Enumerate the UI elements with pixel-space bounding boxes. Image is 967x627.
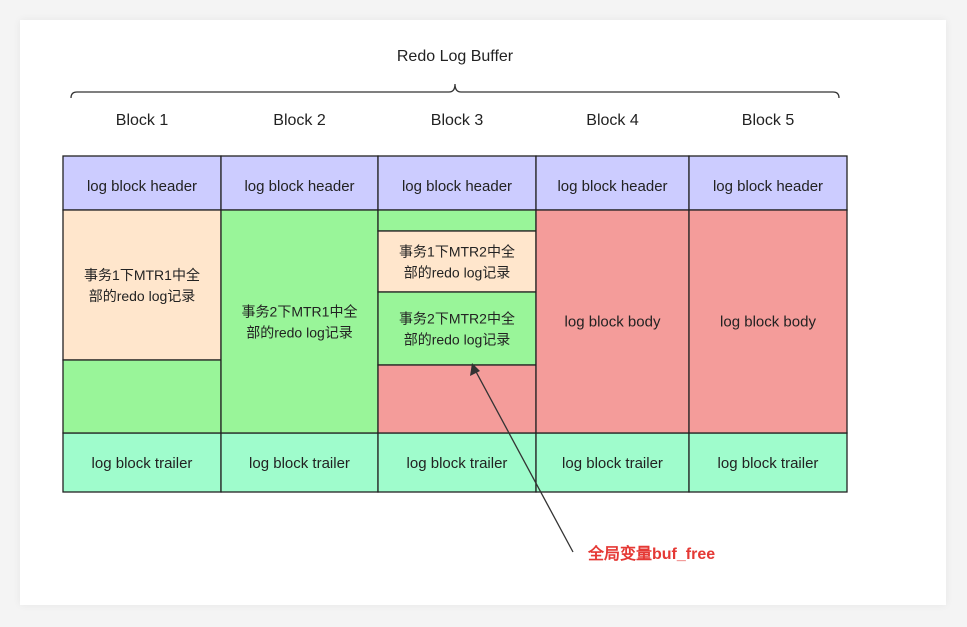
log-block-header bbox=[535, 155, 690, 211]
mtr-record-text: 部的redo log记录 bbox=[89, 288, 196, 304]
log-block-trailer bbox=[377, 432, 537, 493]
log-block-trailer-text: log block trailer bbox=[92, 455, 193, 472]
pointer-arrowhead-icon bbox=[470, 363, 480, 376]
block-label: Block 4 bbox=[586, 112, 639, 129]
mtr-record-text: 部的redo log记录 bbox=[404, 265, 511, 281]
filled-space bbox=[377, 209, 537, 232]
log-block-header-text: log block header bbox=[402, 178, 512, 195]
block-label: Block 2 bbox=[273, 112, 326, 129]
block-label: Block 5 bbox=[742, 112, 795, 129]
mtr-record-text: 事务1下MTR1中全 bbox=[84, 267, 200, 283]
mtr-record-text: 事务1下MTR2中全 bbox=[399, 244, 515, 260]
log-block-trailer-text: log block trailer bbox=[718, 455, 819, 472]
log-block-trailer-text: log block trailer bbox=[249, 455, 350, 472]
mtr-record bbox=[377, 291, 537, 366]
mtr-record bbox=[62, 209, 222, 361]
log-block-trailer bbox=[688, 432, 848, 493]
mtr-record-text: 事务2下MTR2中全 bbox=[399, 311, 515, 327]
log-block-body bbox=[535, 209, 690, 434]
log-block-header bbox=[220, 155, 379, 211]
block-label: Block 3 bbox=[431, 112, 484, 129]
log-block-body-text: log block body bbox=[720, 314, 816, 331]
mtr-record-text: 部的redo log记录 bbox=[246, 325, 353, 341]
buffer-brace bbox=[70, 83, 840, 99]
mtr-record bbox=[220, 209, 379, 434]
free-space bbox=[377, 364, 537, 434]
mtr-record-text: 事务2下MTR1中全 bbox=[242, 304, 358, 320]
mtr-record-text: 部的redo log记录 bbox=[404, 332, 511, 348]
log-block-trailer-text: log block trailer bbox=[407, 455, 508, 472]
log-block-header-text: log block header bbox=[87, 178, 197, 195]
log-block-body-text: log block body bbox=[565, 314, 661, 331]
log-block-header bbox=[62, 155, 222, 211]
buf-free-label: 全局变量buf_free bbox=[587, 544, 715, 563]
log-block-header bbox=[688, 155, 848, 211]
pointer-arrow-line bbox=[473, 367, 574, 553]
mtr-record bbox=[377, 230, 537, 293]
log-block-trailer-text: log block trailer bbox=[562, 455, 663, 472]
log-block-header-text: log block header bbox=[713, 178, 823, 195]
log-block-trailer bbox=[220, 432, 379, 493]
log-block-header-text: log block header bbox=[244, 178, 354, 195]
log-block-header-text: log block header bbox=[557, 178, 667, 195]
log-block-body bbox=[688, 209, 848, 434]
log-block-trailer bbox=[535, 432, 690, 493]
block-label: Block 1 bbox=[116, 112, 169, 129]
filled-space bbox=[62, 359, 222, 434]
diagram-title: Redo Log Buffer bbox=[397, 48, 514, 65]
